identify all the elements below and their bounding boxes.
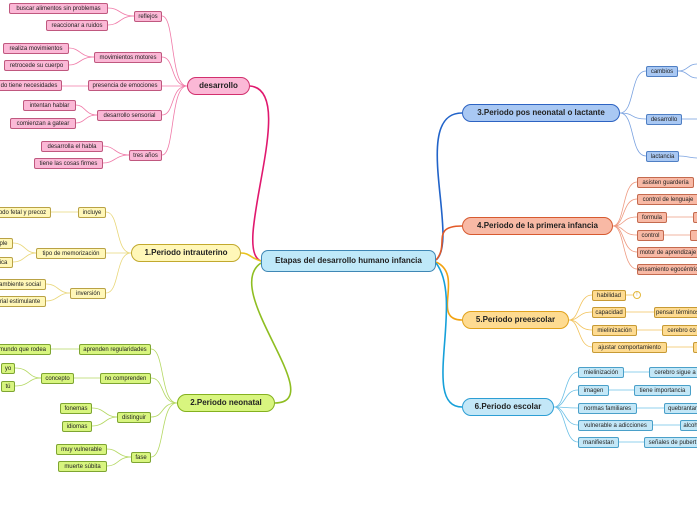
node-desarrolla-habla[interactable]: desarrolla el habla bbox=[41, 141, 103, 152]
node-tiene-importancia[interactable]: tiene importancia bbox=[634, 385, 691, 396]
node-mielinizacion-p5[interactable]: mielinización bbox=[592, 325, 637, 336]
topic-periodo-neonatal[interactable]: 2.Periodo neonatal bbox=[177, 394, 275, 412]
node-control[interactable]: control bbox=[637, 230, 664, 241]
node-normas-familiares[interactable]: normas familiares bbox=[578, 403, 637, 414]
node-desarrollo-p3[interactable]: desarrollo bbox=[646, 114, 682, 125]
node-comienzan-gatear[interactable]: comienzan a gatear bbox=[10, 118, 76, 129]
node-quebrantar[interactable]: quebrantar bbox=[664, 403, 697, 414]
node-reaccionar-ruidos[interactable]: reaccionar a ruidos bbox=[46, 20, 108, 31]
node-inversion[interactable]: inversión bbox=[70, 288, 106, 299]
node-tu[interactable]: tú bbox=[1, 381, 15, 392]
node-material-estimulante[interactable]: rial estimulante bbox=[0, 296, 46, 307]
node-concepto[interactable]: concepto bbox=[41, 373, 74, 384]
node-intentan-hablar[interactable]: intentan hablar bbox=[23, 100, 76, 111]
node-movimientos-motores[interactable]: movimientos motores bbox=[94, 52, 162, 63]
node-formula-child[interactable] bbox=[693, 212, 697, 223]
topic-primera-infancia[interactable]: 4.Periodo de la primera infancia bbox=[462, 217, 613, 235]
node-tipo-memorizacion[interactable]: tipo de memorización bbox=[36, 248, 106, 259]
node-imagen[interactable]: imagen bbox=[578, 385, 609, 396]
alert-icon: ! bbox=[633, 291, 641, 299]
topic-periodo-preescolar[interactable]: 5.Periodo preescolar bbox=[462, 311, 569, 329]
node-control-child[interactable] bbox=[690, 230, 697, 241]
node-vulnerable-adicciones[interactable]: vulnerable a adicciones bbox=[578, 420, 653, 431]
node-idiomas[interactable]: idiomas bbox=[62, 421, 92, 432]
node-muerte-subita[interactable]: muerte súbita bbox=[58, 461, 107, 472]
node-ajustar-comportamiento[interactable]: ajustar comportamiento bbox=[592, 342, 667, 353]
node-asisten-guarderia[interactable]: asisten guardería bbox=[637, 177, 694, 188]
topic-periodo-intrauterino[interactable]: 1.Periodo intrauterino bbox=[131, 244, 241, 262]
node-motor-aprendizaje[interactable]: motor de aprendizaje bbox=[637, 247, 697, 258]
node-cerebro-sigue[interactable]: cerebro sigue a bbox=[649, 367, 697, 378]
node-retrocede-cuerpo[interactable]: retrocede su cuerpo bbox=[4, 60, 69, 71]
node-desarrollo-sensorial[interactable]: desarrollo sensorial bbox=[97, 110, 162, 121]
node-incluye[interactable]: incluye bbox=[78, 207, 106, 218]
node-fetal-precoz[interactable]: odo fetal y precoz bbox=[0, 207, 51, 218]
node-capacidad[interactable]: capacidad bbox=[592, 307, 626, 318]
topic-periodo-escolar[interactable]: 6.Periodo escolar bbox=[462, 398, 554, 416]
topic-periodo-pos-neonatal[interactable]: 3.Periodo pos neonatal o lactante bbox=[462, 104, 620, 122]
node-cambios[interactable]: cambios bbox=[646, 66, 678, 77]
node-pensar-terminos[interactable]: pensar términos bbox=[654, 307, 697, 318]
node-ambiente-social[interactable]: ambiente social bbox=[0, 279, 46, 290]
node-alcohol[interactable]: alcoh bbox=[680, 420, 697, 431]
node-tres-anos[interactable]: tres años bbox=[129, 150, 162, 161]
node-presencia-emociones[interactable]: presencia de emociones bbox=[88, 80, 162, 91]
node-cosas-firmes[interactable]: tiene las cosas firmes bbox=[34, 158, 103, 169]
node-fase[interactable]: fase bbox=[131, 452, 151, 463]
node-senales-pubertad[interactable]: señales de pubert bbox=[644, 437, 697, 448]
node-formula[interactable]: formula bbox=[637, 212, 667, 223]
node-mundo-rodea[interactable]: mundo que rodea bbox=[0, 344, 51, 355]
node-muy-vulnerable[interactable]: muy vulnerable bbox=[56, 444, 107, 455]
node-tiene-necesidades[interactable]: do tiene necesidades bbox=[0, 80, 62, 91]
node-reflejos[interactable]: reflejos bbox=[134, 11, 162, 22]
node-habilidad[interactable]: habilidad bbox=[592, 290, 626, 301]
node-buscar-alimentos[interactable]: buscar alimentos sin problemas bbox=[9, 3, 108, 14]
node-pensamiento-egocentrico[interactable]: pensamiento egocéntrico bbox=[637, 264, 697, 275]
node-aprenden-regularidades[interactable]: aprenden regularidades bbox=[79, 344, 151, 355]
node-no-comprenden[interactable]: no comprenden bbox=[100, 373, 151, 384]
node-realiza-movimientos[interactable]: realiza movimientos bbox=[3, 43, 69, 54]
node-control-lenguaje[interactable]: control de lenguaje bbox=[637, 194, 697, 205]
node-memorizacion-simple[interactable]: ple bbox=[0, 238, 13, 249]
node-mielinizacion-p6[interactable]: mielinización bbox=[578, 367, 624, 378]
central-topic[interactable]: Etapas del desarrollo humano infancia bbox=[261, 250, 436, 272]
node-ajustar-child[interactable] bbox=[693, 342, 697, 353]
node-memorizacion-ica[interactable]: ica bbox=[0, 257, 13, 268]
node-cerebro-co[interactable]: cerebro co bbox=[662, 325, 697, 336]
node-manifiestan[interactable]: manifiestan bbox=[578, 437, 619, 448]
node-distinguir[interactable]: distinguir bbox=[117, 412, 151, 423]
node-fonemas[interactable]: fonemas bbox=[60, 403, 92, 414]
node-lactancia[interactable]: lactancia bbox=[646, 151, 679, 162]
node-yo[interactable]: yo bbox=[1, 363, 15, 374]
topic-desarrollo[interactable]: desarrollo bbox=[187, 77, 250, 95]
